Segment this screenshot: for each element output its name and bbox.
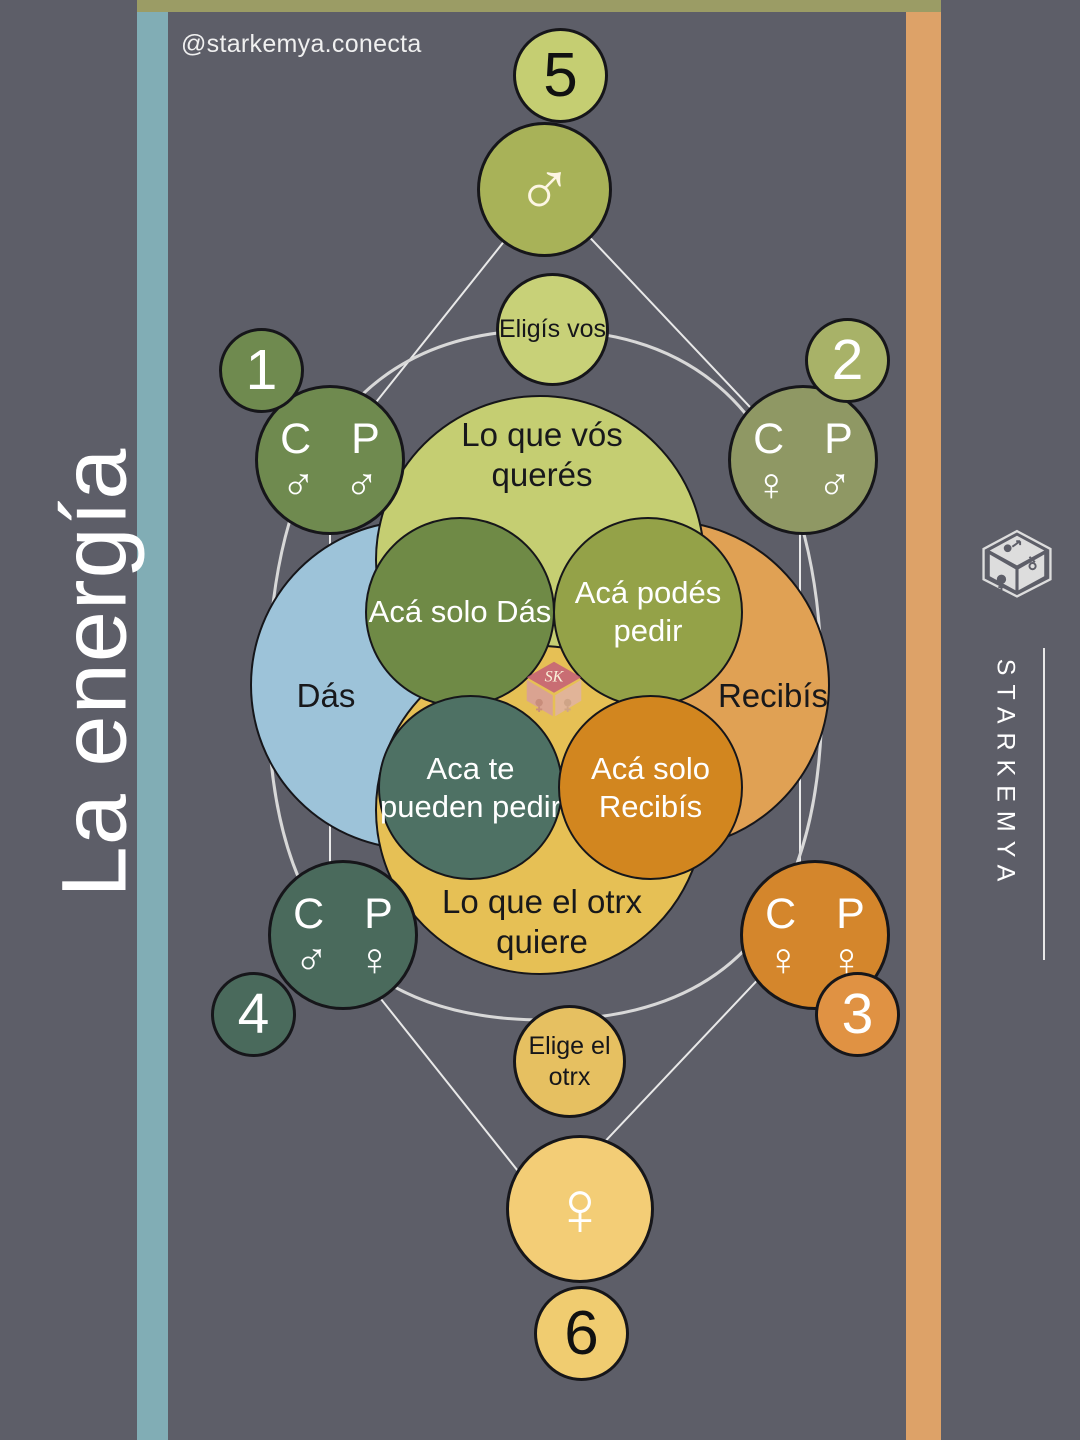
cp-node-4[interactable]: C P ♂ ♀: [268, 860, 418, 1010]
venn-quadrant-aca-podes-pedir[interactable]: Acá podés pedir: [553, 517, 743, 707]
hexagon-cube-logo-icon: [982, 529, 1052, 598]
cp-node-1[interactable]: C P ♂ ♂: [255, 385, 405, 535]
cp-node-2-symbols: ♀ ♂: [754, 458, 860, 511]
cp-node-4-symbols: ♂ ♀: [294, 933, 400, 986]
venn-lobe-lo-que-el-otrx-quiere-label: Lo que el otrx quiere: [442, 883, 642, 961]
brand-column: STARKEMYA: [955, 520, 1080, 980]
step-badge-2[interactable]: 2: [805, 318, 890, 403]
venn-quadrant-aca-te-pueden-pedir[interactable]: Aca te pueden pedir: [378, 695, 563, 880]
social-handle: @starkemya.conecta: [181, 30, 422, 58]
chooser-eligis-vos[interactable]: Eligís vos: [496, 273, 609, 386]
left-accent-bar: [137, 12, 168, 1440]
chooser-elige-el-otrx[interactable]: Elige el otrx: [513, 1005, 626, 1118]
venn-quadrant-aca-solo-recibis[interactable]: Acá solo Recibís: [558, 695, 743, 880]
step-badge-1[interactable]: 1: [219, 328, 304, 413]
top-accent-bar: [137, 0, 941, 12]
cp-node-1-letters: C P: [280, 414, 394, 463]
step-badge-4[interactable]: 4: [211, 972, 296, 1057]
venn-lobe-lo-que-vos-queres-label: Lo que vós querés: [461, 416, 623, 494]
center-cube-logo-icon: SK: [526, 661, 582, 717]
cp-node-2[interactable]: C P ♀ ♂: [728, 385, 878, 535]
step-badge-5[interactable]: 5: [513, 28, 608, 123]
cp-node-2-letters: C P: [753, 414, 867, 463]
venn-lobe-recibis-label: Recibís: [717, 677, 829, 714]
brand-divider: [1043, 648, 1045, 960]
venn-quadrant-aca-solo-das[interactable]: Acá solo Dás: [365, 517, 555, 707]
cp-node-3-letters: C P: [765, 889, 879, 938]
step-badge-3[interactable]: 3: [815, 972, 900, 1057]
svg-text:SK: SK: [545, 669, 565, 686]
cp-node-4-letters: C P: [293, 889, 407, 938]
venus-symbol-icon[interactable]: ♀: [506, 1135, 654, 1283]
venn-lobe-das-label: Dás: [296, 677, 356, 714]
right-accent-bar: [906, 12, 941, 1440]
step-badge-6[interactable]: 6: [534, 1286, 629, 1381]
mars-symbol-icon[interactable]: ♂: [477, 122, 612, 257]
cp-node-1-symbols: ♂ ♂: [281, 458, 387, 511]
